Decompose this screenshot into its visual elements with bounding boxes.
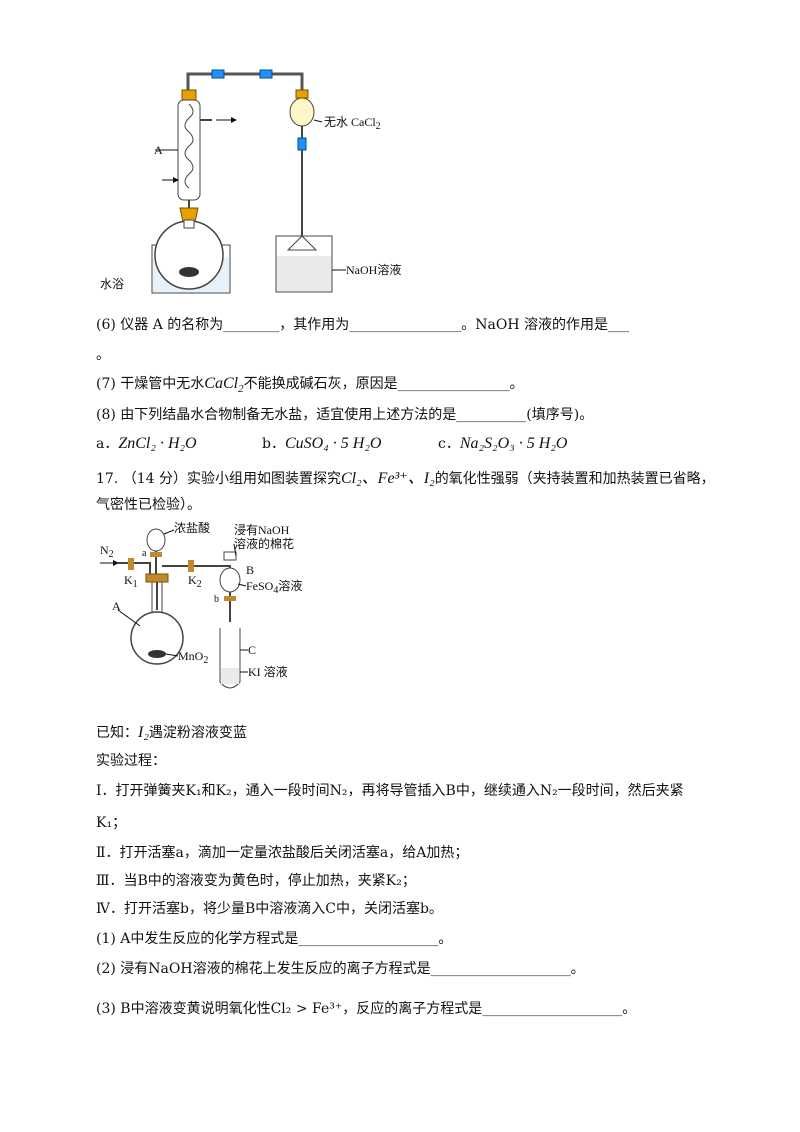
label-n2: N2 (100, 543, 114, 560)
step-1-line1: Ⅰ．打开弹簧夹K₁和K₂，通入一段时间N₂，再将导管插入B中，继续通入N₂一段时… (96, 783, 684, 799)
option-b: b．CuSO₄ · 5 H₂O (262, 435, 382, 452)
question-17-line1: 17. （14 分）实验小组用如图装置探究Cl₂、Fe³⁺、I₂的氧化性强弱（夹… (96, 470, 715, 487)
step-2: Ⅱ．打开活塞a，滴加一定量浓盐酸后关闭活塞a，给A加热； (96, 845, 469, 861)
known-note: 已知：I₂遇淀粉溶液变蓝 (96, 724, 247, 741)
label-naoh: NaOH溶液 (346, 262, 401, 277)
label-feso4: FeSO4溶液 (246, 578, 302, 596)
label-ki: KI 溶液 (248, 664, 288, 679)
label-B: B (246, 563, 254, 577)
question-17-line2: 气密性已检验）。 (96, 497, 201, 513)
step-1-line2: K₁； (96, 815, 127, 831)
question-8: (8) 由下列结晶水合物制备无水盐，适宜使用上述方法的是__________(填… (96, 407, 594, 423)
apparatus-figure-1: A 水浴 无水 CaCl2 NaOH溶液 (100, 69, 401, 294)
label-A: A (154, 143, 163, 157)
label-water-bath: 水浴 (100, 277, 124, 291)
option-c: c．Na₂S₂O₃ · 5 H₂O (438, 435, 568, 452)
apparatus-figure-2: 浓盐酸 a N2 K1 A MnO2 K2 浸有NaOH 溶液的棉花 B FeS… (100, 522, 302, 689)
label-b: b (214, 594, 219, 605)
label-mno2: MnO2 (178, 649, 208, 666)
question-17-1: (1) A中发生反应的化学方程式是____________________。 (96, 931, 453, 947)
step-3: Ⅲ．当B中的溶液变为黄色时，停止加热，夹紧K₂； (96, 873, 416, 889)
step-4: Ⅳ．打开活塞b，将少量B中溶液滴入C中，关闭活塞b。 (96, 901, 443, 917)
label-a: a (142, 548, 147, 559)
label-C: C (248, 643, 256, 657)
label-A-flask: A (112, 599, 121, 613)
label-k1: K1 (124, 573, 138, 590)
question-17-2: (2) 浸有NaOH溶液的棉花上发生反应的离子方程式是_____________… (96, 961, 585, 977)
label-cotton-1: 浸有NaOH (234, 523, 290, 537)
process-title: 实验过程： (96, 753, 166, 769)
label-cacl2: 无水 CaCl2 (324, 115, 381, 132)
question-7: (7) 干燥管中无水CaCl2不能换成碱石灰，原因是______________… (96, 375, 524, 395)
label-cotton-2: 溶液的棉花 (234, 536, 294, 551)
question-6: (6) 仪器 A 的名称为________，其作用为______________… (96, 317, 630, 333)
option-a: a．ZnCl₂ · H₂O (96, 435, 197, 452)
question-17-3: (3) B中溶液变黄说明氧化性Cl₂ > Fe³⁺，反应的离子方程式是_____… (96, 1001, 637, 1017)
label-k2: K2 (188, 573, 202, 590)
question-6-cont: 。 (96, 347, 110, 363)
label-conc-hcl: 浓盐酸 (174, 522, 210, 535)
